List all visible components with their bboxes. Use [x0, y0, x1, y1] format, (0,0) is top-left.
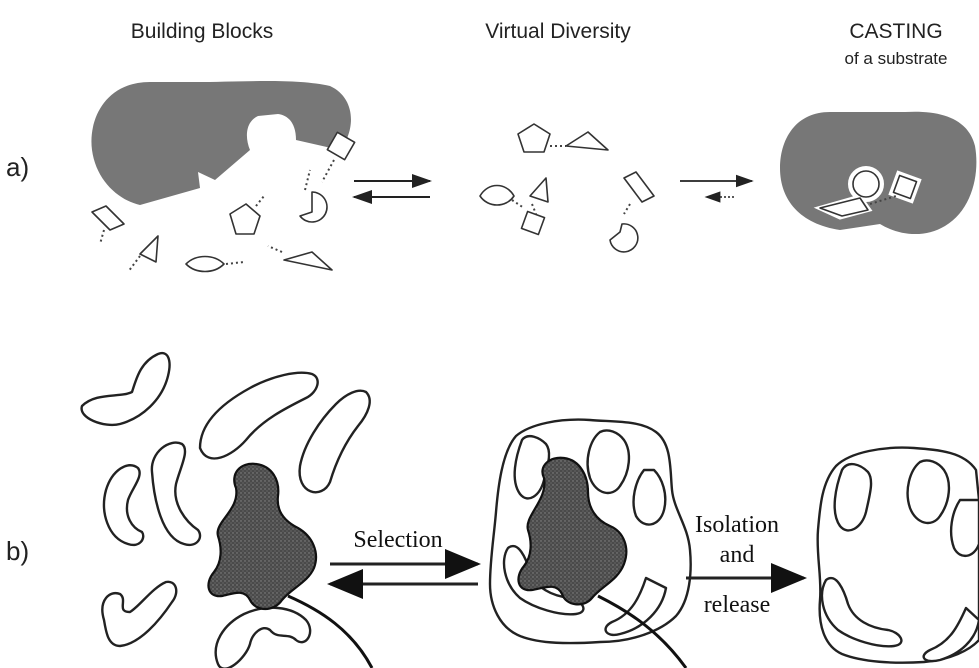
blob-block-2	[198, 371, 319, 460]
isolation-label-line1: Isolation	[695, 512, 779, 538]
header-casting: CASTING	[849, 20, 942, 43]
released-cast	[816, 446, 979, 664]
building-block-diamond	[321, 131, 356, 183]
panel-label-b: b)	[6, 536, 29, 566]
building-block-triangle	[127, 235, 159, 273]
building-block-wedge	[267, 245, 333, 271]
template-receptor-bound	[780, 111, 977, 235]
equilibrium-arrows-1	[352, 174, 432, 204]
panel-label-a: a)	[6, 152, 29, 182]
selection-equilibrium-arrows	[327, 549, 481, 599]
virtual-assembly-pentagon-wedge	[517, 123, 609, 153]
template-molecule-dark	[207, 462, 374, 668]
cast-complex	[488, 418, 692, 668]
building-block-parallelogram	[91, 205, 125, 245]
blob-block-3	[298, 389, 371, 494]
building-block-lens	[185, 255, 245, 273]
building-block-circle-notch	[299, 169, 328, 223]
equilibrium-arrows-2	[680, 174, 754, 203]
selection-label: Selection	[353, 527, 442, 553]
isolation-label-line2: and	[720, 542, 755, 568]
header-casting-subtitle: of a substrate	[844, 49, 947, 68]
blob-block-6	[101, 580, 178, 648]
blob-block-5	[102, 464, 145, 547]
blob-block-4	[150, 441, 202, 547]
blob-block-7	[214, 606, 312, 668]
template-receptor-empty	[91, 81, 351, 205]
header-virtual-diversity: Virtual Diversity	[485, 20, 631, 43]
header-building-blocks: Building Blocks	[131, 20, 273, 43]
virtual-assembly-lens-triangle-diamond	[479, 177, 549, 236]
building-block-pentagon	[229, 195, 265, 235]
virtual-assembly-parallelogram-circle	[609, 171, 655, 253]
blob-block-1	[80, 351, 171, 427]
isolation-label-line3: release	[704, 592, 771, 618]
